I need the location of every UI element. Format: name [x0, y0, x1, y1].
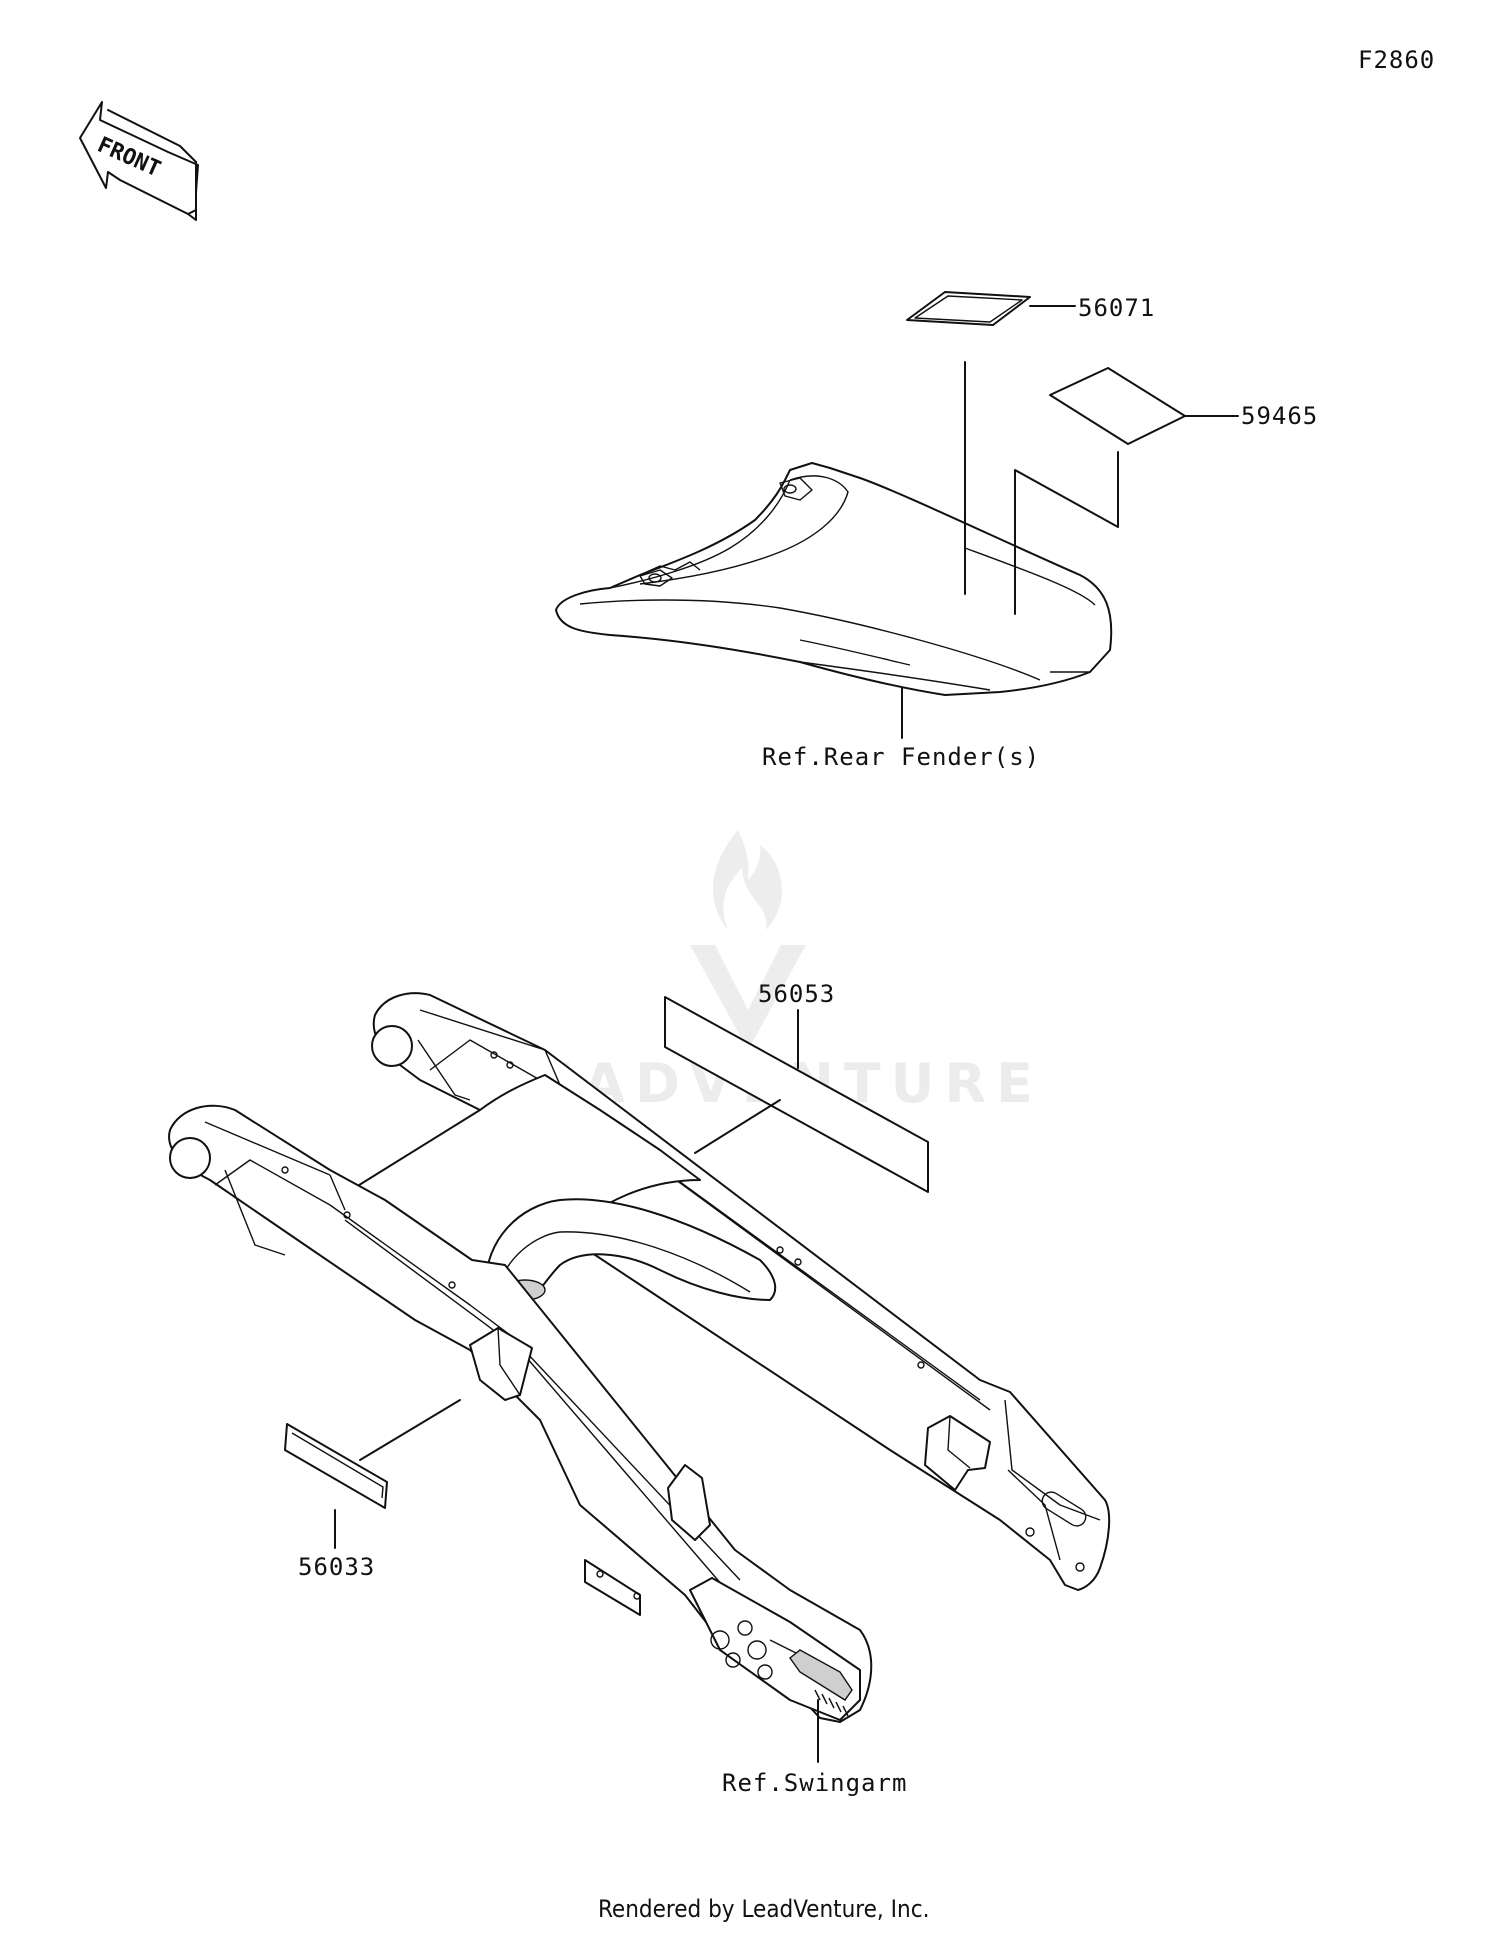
- part-number-59465: 59465: [1241, 402, 1318, 430]
- ref-swingarm-label: Ref.Swingarm: [722, 1769, 907, 1797]
- rear-fender-drawing: [555, 462, 1113, 696]
- part-number-56053: 56053: [758, 980, 835, 1008]
- part-56053: 56053: [664, 980, 929, 1193]
- swingarm-drawing: [168, 992, 1111, 1723]
- flame-logo-icon: [690, 830, 806, 1050]
- front-arrow: FRONT: [79, 101, 199, 221]
- part-56071: 56071: [906, 291, 1155, 595]
- part-number-56033: 56033: [298, 1553, 375, 1581]
- ref-swingarm: Ref.Swingarm: [722, 1699, 907, 1797]
- diagram-code: F2860: [1358, 46, 1435, 74]
- part-56033: 56033: [284, 1399, 461, 1581]
- part-59465: 59465: [1014, 367, 1318, 615]
- ref-rear-fender: Ref.Rear Fender(s): [762, 687, 1040, 771]
- ref-rear-fender-label: Ref.Rear Fender(s): [762, 743, 1040, 771]
- part-number-56071: 56071: [1078, 294, 1155, 322]
- front-arrow-label: FRONT: [94, 133, 165, 183]
- footer-credit: Rendered by LeadVenture, Inc.: [598, 1895, 929, 1923]
